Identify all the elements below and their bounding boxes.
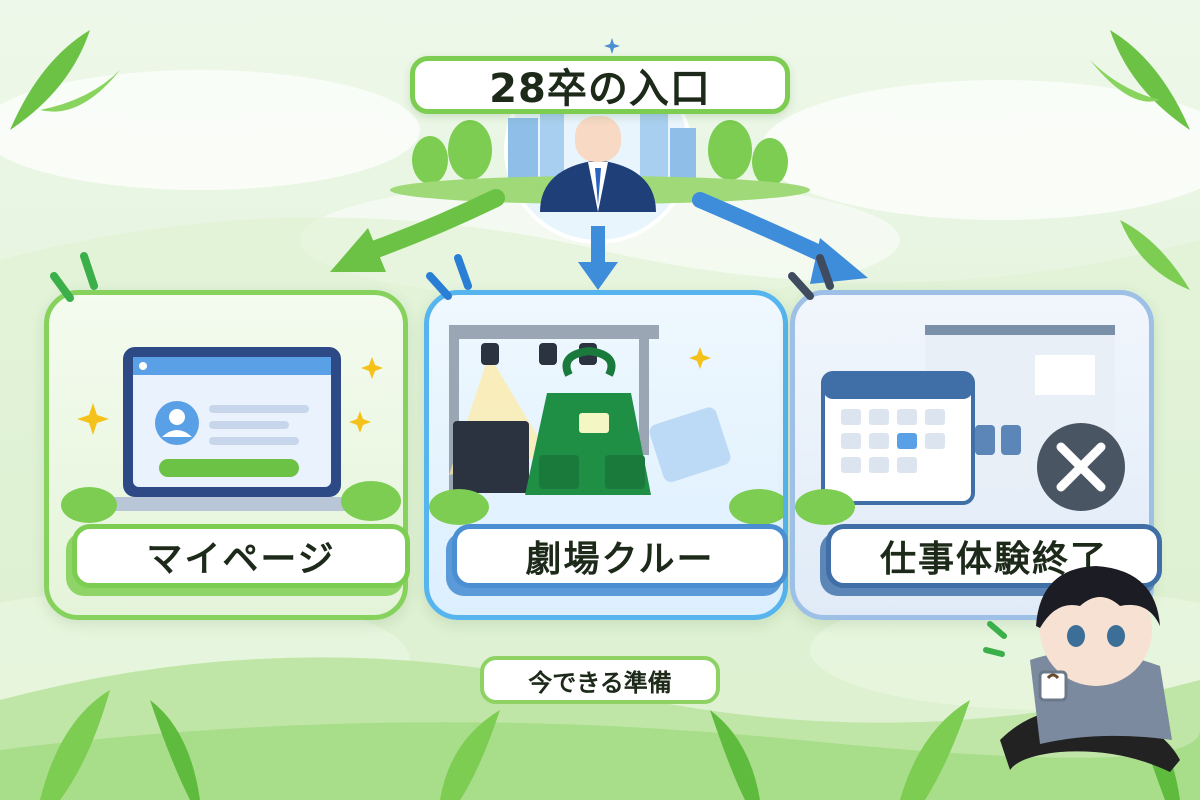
leaf-right-middle-icon	[1120, 220, 1190, 290]
leaf-top-right-icon	[1090, 30, 1190, 130]
label-mypage: マイページ	[72, 524, 410, 588]
label-work-experience-ended: 仕事体験終了	[826, 524, 1162, 588]
calendar-closed-icon	[795, 325, 1125, 525]
leaf-top-left-icon	[10, 30, 120, 130]
theater-apron-icon	[429, 325, 783, 525]
label-theater-crew: 劇場クルー	[452, 524, 788, 588]
page-title: 28卒の入口	[410, 56, 790, 114]
laptop-profile-icon	[61, 347, 401, 523]
footer-label: 今できる準備	[480, 656, 720, 704]
